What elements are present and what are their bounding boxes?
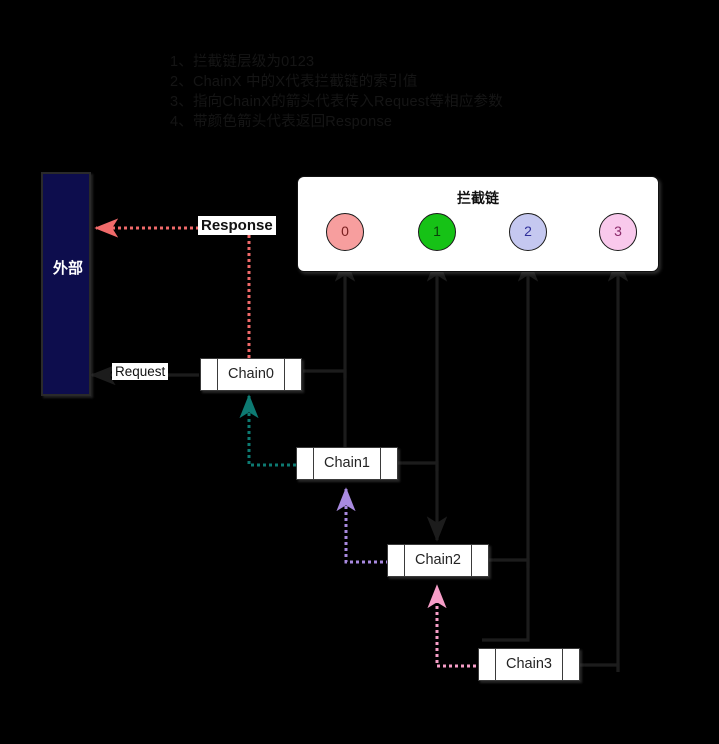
- chain-node-3[interactable]: 3: [599, 213, 637, 251]
- component-box-chain2[interactable]: Chain2: [387, 544, 489, 577]
- component-divider-right: [562, 649, 563, 680]
- request-edge-label: Request: [112, 363, 169, 380]
- component-label-chain3: Chain3: [506, 656, 552, 672]
- component-label-chain1: Chain1: [324, 455, 370, 471]
- component-box-chain3[interactable]: Chain3: [478, 648, 580, 681]
- request-routing-lines: [90, 364, 620, 672]
- external-actor-box[interactable]: 外部: [41, 172, 91, 396]
- chain3-to-chain2-arrow: [427, 584, 482, 668]
- legend-line-1: 1、拦截链层级为0123: [170, 54, 315, 70]
- component-divider-right: [380, 448, 381, 479]
- external-actor-label: 外部: [52, 260, 83, 277]
- interceptor-chain-title: 拦截链: [457, 190, 499, 206]
- component-box-chain0[interactable]: Chain0: [200, 358, 302, 391]
- chain1-to-chain0-arrow: [239, 394, 296, 467]
- component-divider-left: [495, 649, 496, 680]
- component-divider-right: [471, 545, 472, 576]
- component-label-chain2: Chain2: [415, 552, 461, 568]
- legend-line-3: 3、指向ChainX的箭头代表传入Request等相应参数: [170, 94, 503, 110]
- legend-line-2: 2、ChainX 中的X代表拦截链的索引值: [170, 74, 418, 90]
- chain-node-2[interactable]: 2: [509, 213, 547, 251]
- legend-line-4: 4、带颜色箭头代表返回Response: [170, 114, 393, 130]
- interceptor-chain-panel[interactable]: 拦截链: [297, 176, 659, 272]
- component-box-chain1[interactable]: Chain1: [296, 447, 398, 480]
- chain-node-0[interactable]: 0: [326, 213, 364, 251]
- chain-node-1[interactable]: 1: [418, 213, 456, 251]
- component-divider-left: [313, 448, 314, 479]
- response-to-external-arrow: [94, 218, 251, 358]
- component-divider-right: [284, 359, 285, 390]
- chain2-to-chain1-arrow: [336, 487, 389, 564]
- component-divider-left: [217, 359, 218, 390]
- component-label-chain0: Chain0: [228, 366, 274, 382]
- legend-notes: 1、拦截链层级为0123 2、ChainX 中的X代表拦截链的索引值 3、指向C…: [170, 52, 570, 132]
- response-edge-label: Response: [198, 216, 276, 235]
- component-divider-left: [404, 545, 405, 576]
